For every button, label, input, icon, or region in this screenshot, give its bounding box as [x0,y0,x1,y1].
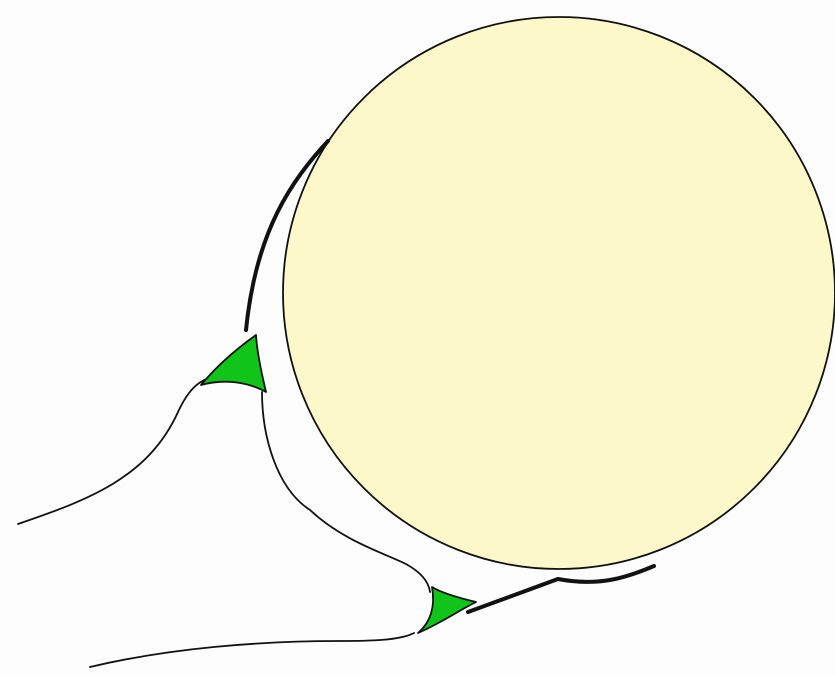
large-circle [283,17,835,569]
